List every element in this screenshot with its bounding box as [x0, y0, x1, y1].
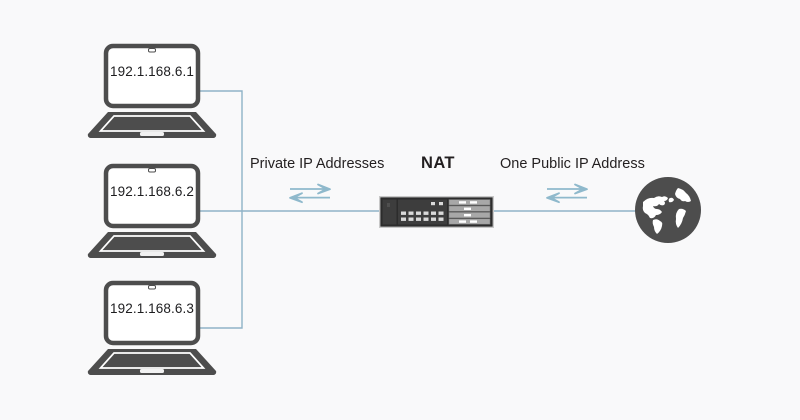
nat-router-device: [379, 196, 494, 228]
globe-icon: [635, 177, 701, 243]
client-ip-label-1: 192.1.168.6.1: [110, 64, 194, 79]
public-ip-label: One Public IP Address: [500, 156, 645, 172]
client-device-1: 192.1.168.6.1: [84, 42, 220, 142]
link-client-1: [196, 90, 243, 211]
laptop-icon: [87, 43, 217, 138]
laptop-icon: [87, 163, 217, 258]
client-device-3: 192.1.168.6.3: [84, 279, 220, 379]
internet-globe: [634, 176, 702, 244]
client-ip-label-2: 192.1.168.6.2: [110, 184, 194, 199]
laptop-icon: [87, 280, 217, 375]
client-ip-label-3: 192.1.168.6.3: [110, 301, 194, 316]
private-ip-label: Private IP Addresses: [250, 156, 385, 172]
exchange-arrows-icon-left: [288, 182, 332, 204]
router-icon: [379, 196, 494, 228]
nat-label: NAT: [421, 154, 455, 172]
link-client-3: [196, 211, 243, 329]
client-device-2: 192.1.168.6.2: [84, 162, 220, 262]
exchange-arrows-icon-right: [545, 182, 589, 204]
